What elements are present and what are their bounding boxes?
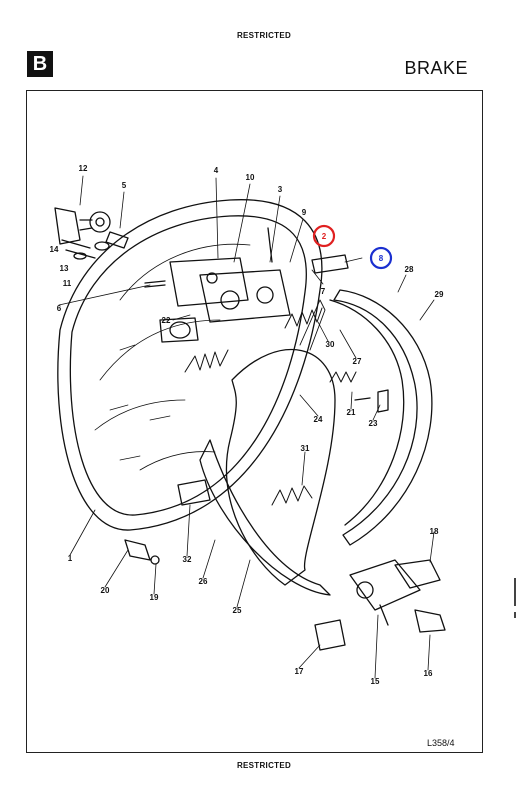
callout-29: 29 (435, 290, 444, 299)
callout-27: 27 (353, 357, 362, 366)
callout-11: 11 (63, 279, 72, 288)
callout-6: 6 (57, 304, 62, 313)
brake-shoes (199, 289, 433, 596)
highlight-circle-item-2 (312, 224, 336, 248)
callout-8: 8 (379, 254, 384, 263)
callout-26: 26 (199, 577, 208, 586)
callout-30: 30 (326, 340, 335, 349)
callout-2: 2 (322, 232, 327, 241)
callout-25: 25 (233, 606, 242, 615)
restricted-header: RESTRICTED (236, 31, 292, 40)
callout-14: 14 (50, 245, 59, 254)
callout-20: 20 (101, 586, 110, 595)
callout-28: 28 (405, 265, 414, 274)
figure-frame (26, 90, 483, 753)
wheel-cylinder-upper (144, 227, 291, 343)
callout-13: 13 (60, 264, 69, 273)
callout-1: 1 (68, 554, 73, 563)
callout-24: 24 (314, 415, 323, 424)
springs (184, 307, 357, 506)
highlight-circle-item-8 (369, 246, 393, 270)
callout-22: 22 (162, 316, 171, 325)
leader-lines (58, 175, 435, 679)
callout-10: 10 (246, 173, 255, 182)
callout-18: 18 (430, 527, 439, 536)
small-parts (124, 254, 389, 651)
figure-reference: L358/4 (427, 738, 455, 748)
callout-16: 16 (424, 669, 433, 678)
scan-edge-mark (514, 578, 516, 606)
scan-edge-mark (514, 612, 516, 618)
callout-32: 32 (183, 555, 192, 564)
section-badge: B (27, 51, 53, 77)
callout-12: 12 (79, 164, 88, 173)
callout-19: 19 (150, 593, 159, 602)
callout-23: 23 (369, 419, 378, 428)
callout-3: 3 (278, 185, 283, 194)
callout-4: 4 (214, 166, 219, 175)
callout-31: 31 (301, 444, 310, 453)
wheel-cylinder-lower (349, 559, 446, 633)
restricted-footer: RESTRICTED (236, 761, 292, 770)
back-plate (57, 199, 323, 531)
callout-21: 21 (347, 408, 356, 417)
callout-5: 5 (122, 181, 127, 190)
callout-labels: 12 5 4 10 3 9 2 8 28 29 14 13 11 6 7 22 … (50, 164, 444, 686)
callout-7: 7 (321, 287, 326, 296)
callout-9: 9 (302, 208, 307, 217)
callout-17: 17 (295, 667, 304, 676)
callout-15: 15 (371, 677, 380, 686)
adjuster-assembly (54, 207, 129, 260)
section-title: BRAKE (404, 58, 468, 78)
